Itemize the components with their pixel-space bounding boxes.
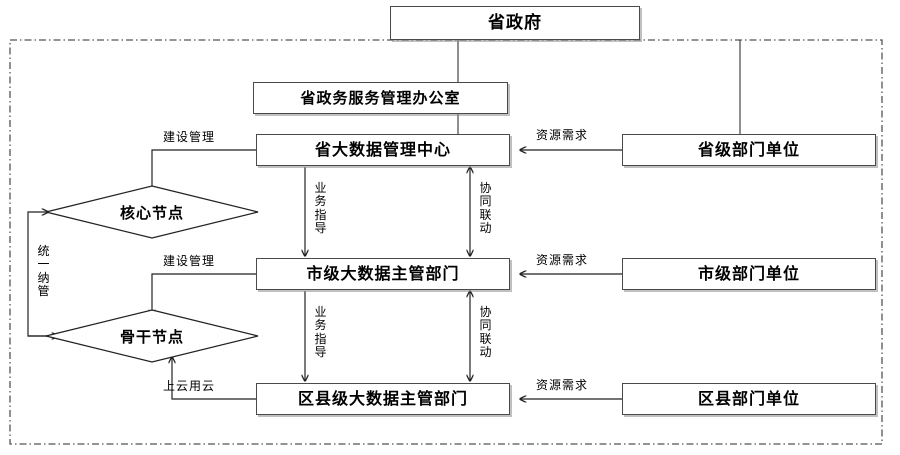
node-prov-office[interactable]: 省政务服务管理办公室 xyxy=(253,82,508,114)
node-prov-bigdata-label: 省大数据管理中心 xyxy=(314,140,451,160)
edge-label-coordination-lower: 协同联动 xyxy=(479,305,492,360)
node-city-depts-label: 市级部门单位 xyxy=(697,264,800,284)
node-city-depts[interactable]: 市级部门单位 xyxy=(622,258,876,290)
edge-label-build-mgmt-city: 建设管理 xyxy=(163,254,216,268)
node-prov-depts-label: 省级部门单位 xyxy=(697,140,800,160)
edge-label-resource-demand-city: 资源需求 xyxy=(536,253,589,267)
node-prov-bigdata[interactable]: 省大数据管理中心 xyxy=(256,134,510,166)
edge-label-unified-mgmt: 统一纳管 xyxy=(37,244,50,299)
node-backbone-node-label: 骨干节点 xyxy=(119,327,184,346)
node-prov-depts[interactable]: 省级部门单位 xyxy=(622,134,876,166)
node-district-bigdata-label: 区县级大数据主管部门 xyxy=(297,389,468,409)
node-city-bigdata-label: 市级大数据主管部门 xyxy=(306,264,460,284)
backbone-node-diamond xyxy=(45,309,259,363)
node-district-depts[interactable]: 区县部门单位 xyxy=(622,383,876,415)
edge-label-resource-demand-prov: 资源需求 xyxy=(536,128,589,142)
node-district-depts-label: 区县部门单位 xyxy=(697,389,800,409)
node-backbone-node[interactable]: 骨干节点 xyxy=(46,310,258,362)
node-core-node[interactable]: 核心节点 xyxy=(46,186,258,238)
core-node-diamond xyxy=(45,185,259,239)
node-prov-gov-label: 省政府 xyxy=(488,12,542,33)
node-prov-office-label: 省政务服务管理办公室 xyxy=(300,88,461,107)
edge-label-cloud-adoption: 上云用云 xyxy=(163,379,216,393)
node-core-node-label: 核心节点 xyxy=(119,203,184,222)
edge-label-build-mgmt-prov: 建设管理 xyxy=(163,130,216,144)
edge-label-biz-guidance-lower: 业务指导 xyxy=(314,305,327,360)
edge-label-coordination-upper: 协同联动 xyxy=(479,181,492,236)
node-city-bigdata[interactable]: 市级大数据主管部门 xyxy=(256,258,510,290)
node-prov-gov[interactable]: 省政府 xyxy=(390,6,640,40)
edge-label-resource-demand-district: 资源需求 xyxy=(536,378,589,392)
node-district-bigdata[interactable]: 区县级大数据主管部门 xyxy=(256,383,510,415)
boundary-frame xyxy=(9,39,883,445)
edge-label-biz-guidance-upper: 业务指导 xyxy=(314,181,327,236)
